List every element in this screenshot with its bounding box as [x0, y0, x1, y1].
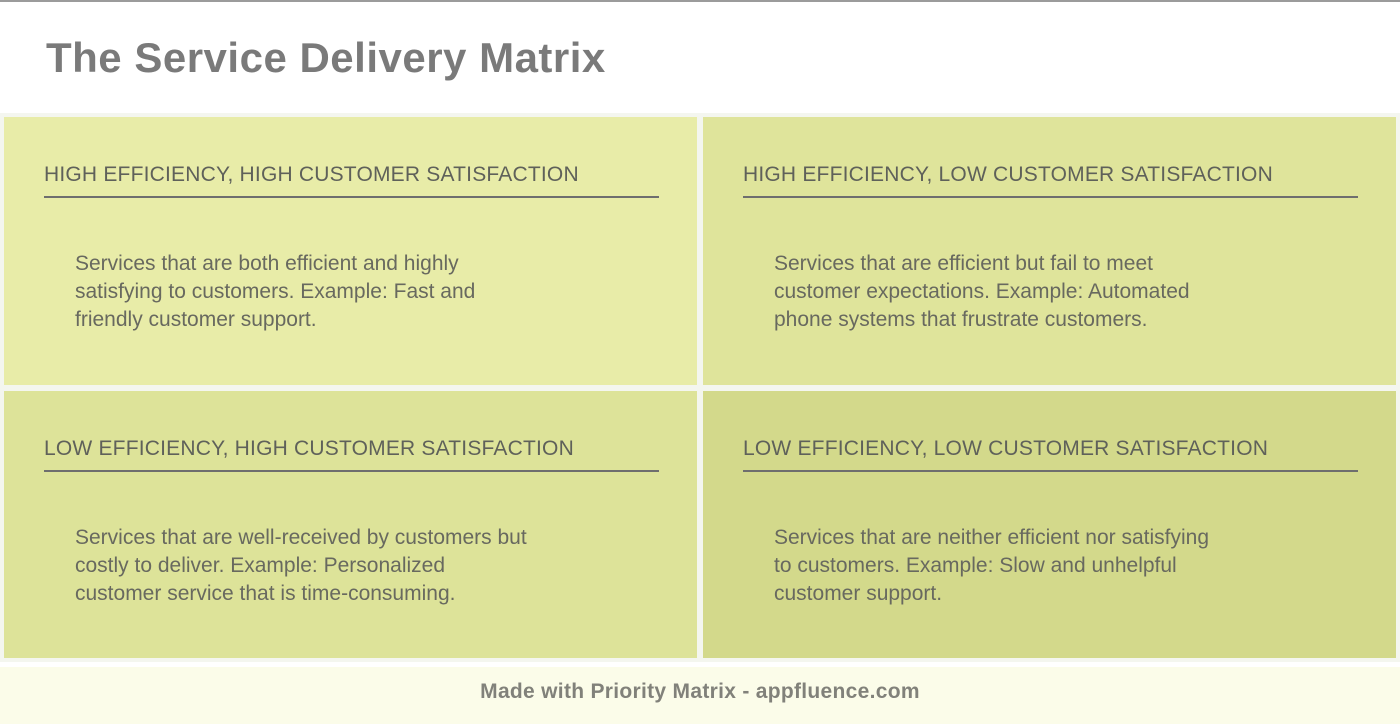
- quadrant-label: HIGH EFFICIENCY, HIGH CUSTOMER SATISFACT…: [44, 163, 659, 198]
- quadrant-description: Services that are efficient but fail to …: [774, 252, 1190, 331]
- page-title: The Service Delivery Matrix: [46, 33, 606, 81]
- quadrant-description: Services that are both efficient and hig…: [75, 252, 476, 331]
- header: The Service Delivery Matrix: [0, 2, 1400, 113]
- quadrant-label: LOW EFFICIENCY, HIGH CUSTOMER SATISFACTI…: [44, 437, 659, 472]
- quadrant-bottom-left: LOW EFFICIENCY, HIGH CUSTOMER SATISFACTI…: [4, 390, 697, 658]
- top-divider-line: [0, 0, 1400, 2]
- quadrant-description: Services that are neither efficient nor …: [774, 525, 1210, 605]
- footer-divider-gap: [0, 662, 1400, 667]
- quadrant-top-right: HIGH EFFICIENCY, LOW CUSTOMER SATISFACTI…: [703, 117, 1396, 385]
- quadrant-top-left: HIGH EFFICIENCY, HIGH CUSTOMER SATISFACT…: [4, 117, 697, 385]
- quadrant-bottom-right: LOW EFFICIENCY, LOW CUSTOMER SATISFACTIO…: [703, 390, 1396, 658]
- quadrant-label: LOW EFFICIENCY, LOW CUSTOMER SATISFACTIO…: [743, 437, 1358, 472]
- quadrant-label: HIGH EFFICIENCY, LOW CUSTOMER SATISFACTI…: [743, 163, 1358, 198]
- footer: Made with Priority Matrix - appfluence.c…: [0, 667, 1400, 724]
- quadrant-description: Services that are well-received by custo…: [75, 525, 527, 605]
- quadrant-matrix: HIGH EFFICIENCY, HIGH CUSTOMER SATISFACT…: [0, 113, 1400, 662]
- footer-credit: Made with Priority Matrix - appfluence.c…: [480, 680, 920, 703]
